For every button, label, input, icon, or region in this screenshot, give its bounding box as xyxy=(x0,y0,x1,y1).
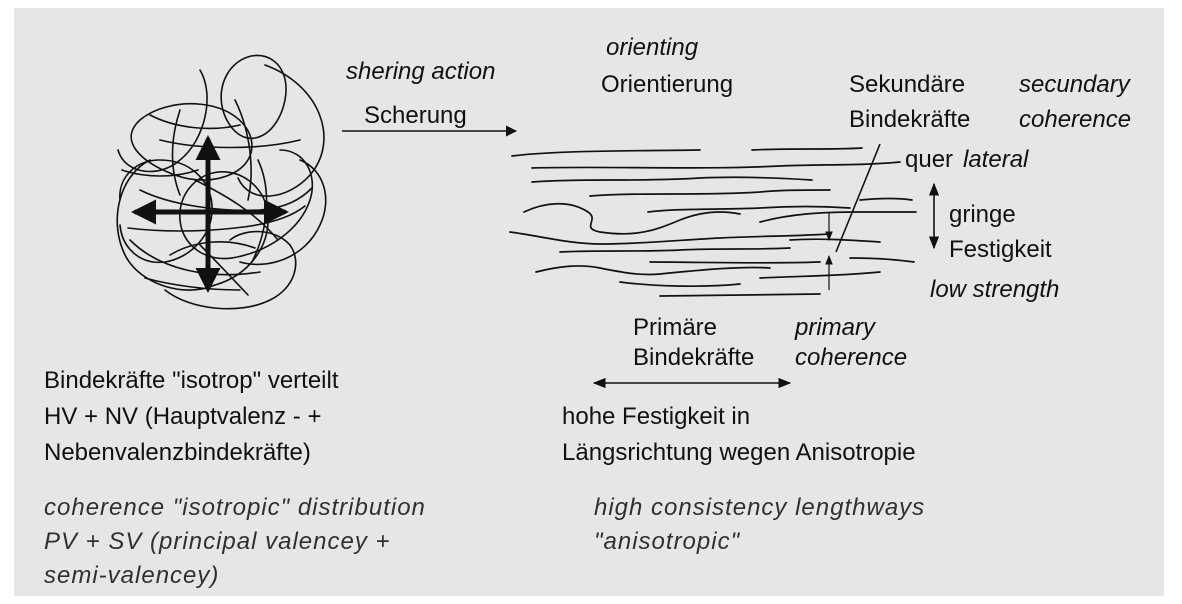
primary-bonds-en-line2: coherence xyxy=(795,344,907,372)
isotropic-bonds-en-line1: coherence "isotropic" distribution xyxy=(44,494,426,522)
lateral-label-de: quer xyxy=(905,146,953,174)
shear-label-en: shering action xyxy=(346,58,495,86)
orient-label-en: orienting xyxy=(606,34,698,62)
primary-bonds-en-line1: primary xyxy=(795,314,875,342)
secondary-bond-line xyxy=(836,144,880,252)
low-strength-de-line1: gringe xyxy=(949,201,1016,229)
isotropic-force-arrows xyxy=(136,140,284,288)
shear-label-de: Scherung xyxy=(364,102,467,130)
isotropic-bonds-de-line3: Nebenvalenzbindekräfte) xyxy=(44,439,311,467)
low-strength-en: low strength xyxy=(930,276,1059,304)
isotropic-bonds-de-line2: HV + NV (Hauptvalenz - + xyxy=(44,403,321,431)
polymer-coil xyxy=(117,55,325,308)
isotropic-bonds-en-line2: PV + SV (principal valencey + xyxy=(44,528,391,556)
secondary-bonds-de-line1: Sekundäre xyxy=(849,71,965,99)
primary-bonds-de-line2: Bindekräfte xyxy=(633,344,754,372)
secondary-bonds-de-line2: Bindekräfte xyxy=(849,106,970,134)
oriented-chains xyxy=(510,148,916,296)
orient-label-de: Orientierung xyxy=(601,71,733,99)
lateral-label-en: lateral xyxy=(963,146,1028,174)
high-strength-en-line1: high consistency lengthways xyxy=(594,494,925,522)
secondary-bonds-en-line2: coherence xyxy=(1019,106,1131,134)
isotropic-bonds-en-line3: semi-valencey) xyxy=(44,562,219,590)
high-strength-de-line1: hohe Festigkeit in xyxy=(562,403,750,431)
isotropic-bonds-de-line1: Bindekräfte "isotrop" verteilt xyxy=(44,367,339,395)
low-strength-de-line2: Festigkeit xyxy=(949,236,1052,264)
secondary-bonds-en-line1: secundary xyxy=(1019,71,1130,99)
high-strength-en-line2: "anisotropic" xyxy=(594,528,740,556)
primary-bonds-de-line1: Primäre xyxy=(633,314,717,342)
high-strength-de-line2: Längsrichtung wegen Anisotropie xyxy=(562,439,916,467)
